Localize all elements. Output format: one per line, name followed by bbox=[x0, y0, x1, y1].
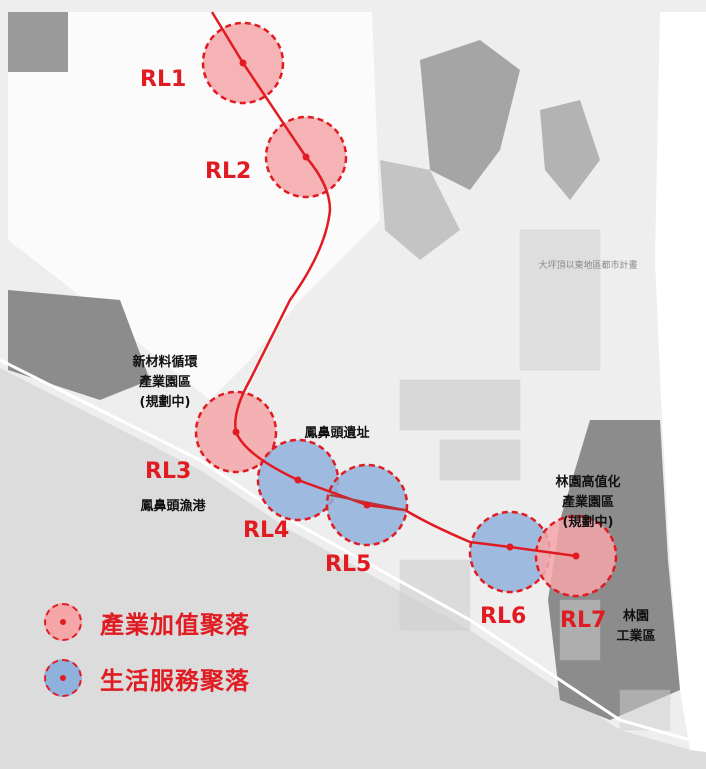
cluster-circles bbox=[194, 21, 618, 598]
place-label-linyuan-hv-2: 產業園區 bbox=[561, 494, 614, 510]
legend-item-living: 生活服務聚落 bbox=[44, 654, 304, 702]
place-label-ruins: 鳳鼻頭遺址 bbox=[304, 425, 369, 441]
station-label-rl2: RL2 bbox=[205, 159, 251, 184]
place-label-linyuan-hv-1: 林園高值化 bbox=[555, 474, 620, 490]
legend-dot-icon bbox=[60, 619, 66, 625]
hill-area-2 bbox=[540, 100, 600, 200]
station-label-rl4: RL4 bbox=[243, 518, 289, 543]
station-dot-rl3 bbox=[232, 428, 240, 436]
station-label-rl6: RL6 bbox=[480, 604, 526, 629]
station-dot-rl1 bbox=[239, 59, 247, 67]
place-label-fishing-port: 鳳鼻頭漁港 bbox=[140, 498, 206, 514]
legend-swatch-living bbox=[44, 659, 82, 697]
light-rail-route bbox=[210, 11, 577, 558]
coast-road bbox=[0, 358, 691, 742]
station-dot-rl6 bbox=[506, 543, 514, 551]
legend-label-living: 生活服務聚落 bbox=[100, 666, 250, 695]
legend-swatch-industry bbox=[44, 603, 82, 641]
place-label-linyuan-ind-2: 工業區 bbox=[616, 628, 655, 644]
urban-texture bbox=[399, 229, 671, 731]
legend-dot-icon bbox=[60, 675, 66, 681]
right-highway bbox=[678, 11, 697, 260]
place-label-new-material-1: 新材料循環 bbox=[132, 354, 198, 370]
legend-item-industry: 產業加值聚落 bbox=[44, 598, 304, 646]
station-label-rl1: RL1 bbox=[140, 67, 186, 92]
sea-area bbox=[0, 368, 706, 769]
legend-label-industry: 產業加值聚落 bbox=[100, 610, 250, 639]
port-block bbox=[8, 290, 150, 400]
station-label-rl5: RL5 bbox=[325, 552, 371, 577]
place-label-urban-plan: 大坪頂以東地區都市計畫 bbox=[538, 259, 637, 271]
station-dot-rl7 bbox=[572, 552, 580, 560]
hill-area-3 bbox=[380, 160, 460, 260]
place-label-new-material-3: (規劃中) bbox=[140, 394, 191, 410]
station-dot-rl2 bbox=[302, 153, 310, 161]
place-label-linyuan-hv-3: (規劃中) bbox=[563, 514, 614, 530]
legend: 產業加值聚落 生活服務聚落 bbox=[44, 598, 304, 710]
station-dot-rl5 bbox=[363, 501, 371, 509]
station-label-rl3: RL3 bbox=[145, 459, 191, 484]
station-dot-rl4 bbox=[294, 476, 302, 484]
station-dots bbox=[232, 59, 580, 560]
place-label-linyuan-ind-1: 林園 bbox=[623, 608, 649, 624]
station-label-rl7: RL7 bbox=[560, 608, 606, 633]
port-block-upper bbox=[8, 12, 68, 72]
place-label-new-material-2: 產業園區 bbox=[138, 374, 191, 390]
hill-area bbox=[420, 40, 520, 190]
